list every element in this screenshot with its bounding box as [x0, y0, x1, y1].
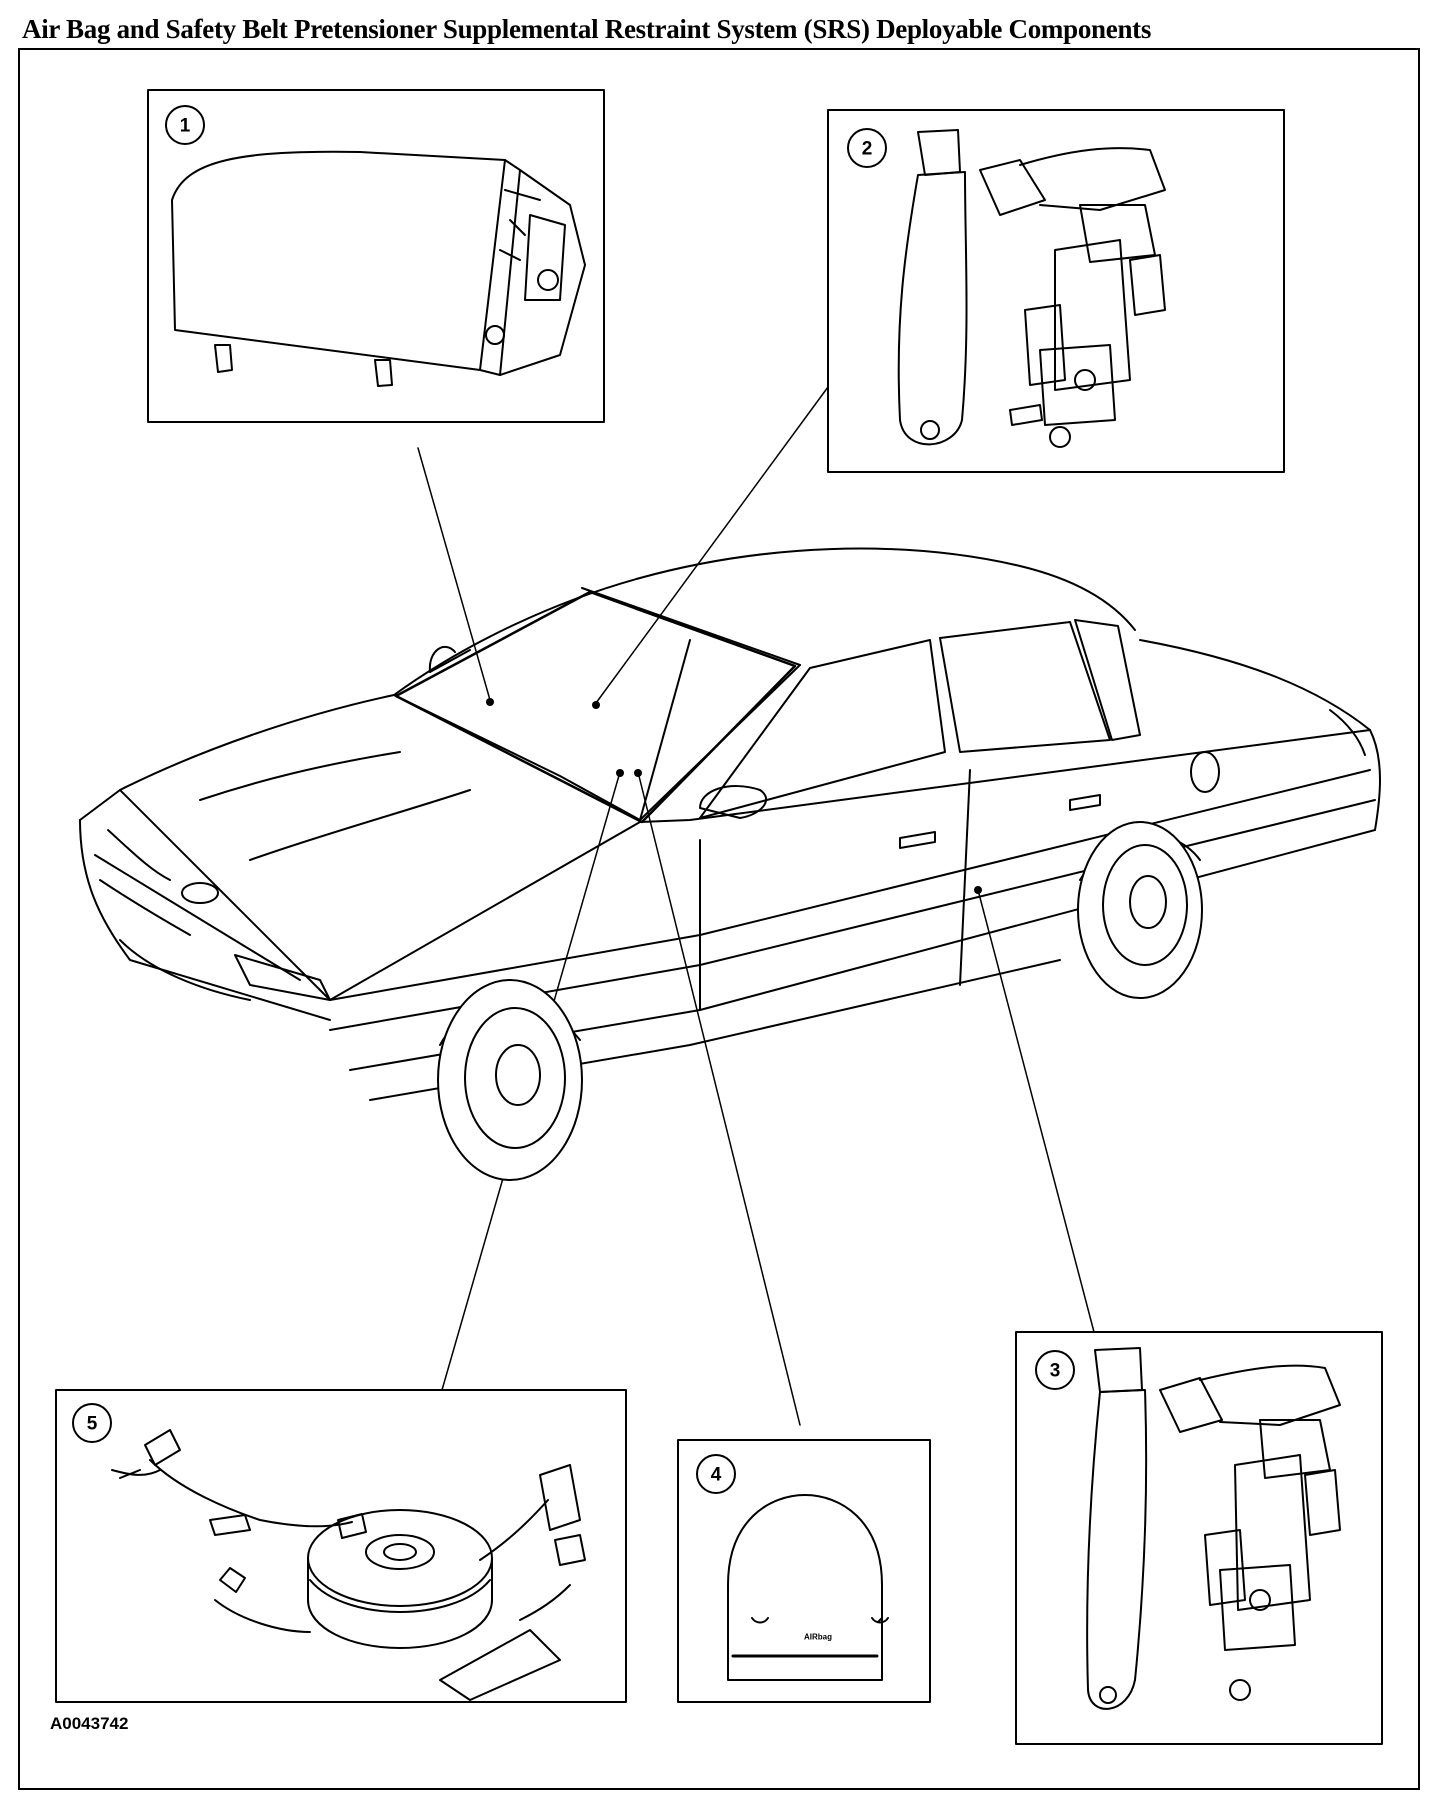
callout-2-circle — [847, 128, 887, 168]
callout-3-label: 3 — [1050, 1361, 1061, 1382]
callout-1-circle — [165, 105, 205, 145]
callout-1-label: 1 — [180, 116, 191, 137]
callout-2-label: 2 — [862, 139, 873, 160]
leader-dots — [486, 698, 982, 894]
inset-1-passenger-airbag — [147, 89, 605, 423]
figure-code: A0043742 — [50, 1714, 129, 1733]
leader-line-3 — [977, 889, 1095, 1333]
inset-3-rh-belt-pretensioner — [1015, 1331, 1383, 1745]
callout-4-label: 4 — [711, 1465, 722, 1486]
vehicle-illustration — [79, 547, 1381, 1181]
callout-5-circle — [72, 1403, 112, 1443]
leader-line-1 — [417, 447, 491, 701]
airbag-module-label: AIRbag — [804, 1633, 832, 1642]
callout-3-circle — [1035, 1350, 1075, 1390]
callout-circles — [72, 105, 1075, 1494]
leader-line-2 — [595, 386, 829, 704]
inset-2-lh-belt-pretensioner — [827, 109, 1285, 473]
leader-lines — [417, 386, 1095, 1426]
leader-line-4 — [637, 771, 801, 1426]
callout-5-label: 5 — [87, 1414, 98, 1435]
inset-5-clockspring — [55, 1389, 627, 1703]
callout-4-circle — [696, 1454, 736, 1494]
diagram-frame — [18, 48, 1420, 1790]
figure-title: Air Bag and Safety Belt Pretensioner Sup… — [22, 14, 1152, 44]
